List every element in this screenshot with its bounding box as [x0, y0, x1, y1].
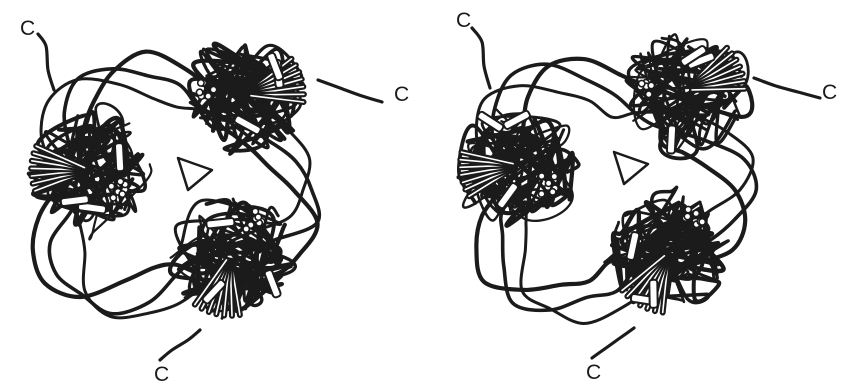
subunit-domain [459, 110, 579, 226]
ligand-atom [110, 195, 116, 201]
ligand-atom [699, 219, 705, 225]
protein-ribbon-drawing-left [0, 0, 424, 392]
central-channel [178, 158, 212, 190]
ligand-atom [538, 191, 544, 197]
ligand-atom [205, 93, 211, 99]
c-terminus-label-top: C [20, 18, 35, 39]
c-terminal-tail [472, 28, 490, 88]
c-terminus-label-right: C [822, 82, 837, 103]
c-terminal-tail [754, 78, 820, 98]
ligand-atom [545, 180, 551, 186]
subunit-domain [605, 187, 729, 312]
ribbon-group [28, 34, 382, 360]
subunit-domain [627, 34, 753, 158]
ligand-atom [693, 210, 699, 216]
c-terminus-label-bottom: C [586, 362, 601, 383]
c-terminal-tail [592, 328, 634, 358]
ligand-atom [539, 173, 545, 179]
ligand-atom [108, 183, 114, 189]
ligand-atom [550, 189, 556, 195]
central-channel [614, 152, 648, 184]
subunit-domain [28, 103, 151, 239]
helix-ribbon [667, 125, 676, 153]
c-terminal-tail [318, 80, 382, 102]
subunit-domain [189, 44, 304, 154]
stereo-view-right: C C C [424, 0, 847, 392]
ligand-atom [685, 206, 691, 212]
ligand-atom [210, 87, 216, 93]
ligand-atom [119, 191, 125, 197]
ligand-atom [646, 91, 652, 97]
ligand-atom [243, 226, 249, 232]
ligand-atom [198, 80, 204, 86]
helix-ribbon [115, 143, 124, 171]
c-terminal-tail [38, 34, 54, 90]
stereo-view-left: C C C [0, 0, 424, 392]
ligand-atom [196, 89, 202, 95]
subunit-domain [170, 199, 295, 318]
ligand-atom [684, 213, 690, 219]
helix-ribbon [206, 218, 235, 229]
ligand-atom [255, 214, 261, 220]
ribbon-group [459, 28, 820, 358]
ligand-atom [648, 82, 654, 88]
ligand-atom [551, 173, 557, 179]
c-terminal-tail [160, 330, 200, 360]
ligand-atom [117, 178, 123, 184]
c-terminus-label-bottom: C [154, 364, 169, 385]
protein-ribbon-drawing-right [424, 0, 847, 392]
c-terminus-label-top: C [456, 10, 471, 31]
c-terminus-label-right: C [394, 84, 409, 105]
helix-ribbon [649, 280, 657, 308]
ligand-atom [639, 80, 645, 86]
